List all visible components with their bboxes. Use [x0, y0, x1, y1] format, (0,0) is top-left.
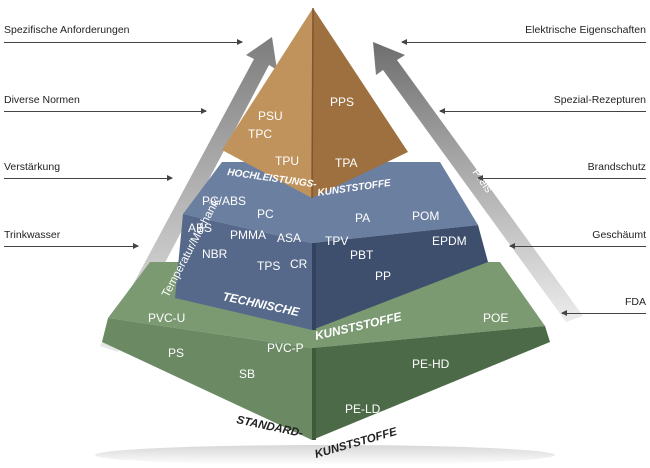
left-label-specific-requirements: Spezifische Anforderungen — [4, 24, 130, 36]
left-label-norms: Diverse Normen — [4, 94, 80, 106]
material-tpa: TPA — [335, 156, 357, 170]
material-pe-ld: PE-LD — [345, 402, 381, 416]
right-arrow-4 — [509, 243, 646, 249]
material-asa: ASA — [277, 231, 301, 245]
material-tps: TPS — [257, 259, 280, 273]
material-pps: PPS — [330, 95, 354, 109]
left-arrow-1 — [4, 39, 243, 45]
material-pc: PC — [257, 207, 274, 221]
material-poe: POE — [483, 311, 508, 325]
material-pp: PP — [375, 269, 391, 283]
material-sb: SB — [239, 367, 255, 381]
right-label-electrical: Elektrische Eigenschaften — [525, 24, 646, 36]
right-label-special-recipes: Spezial-Rezepturen — [553, 94, 646, 106]
right-arrow-3 — [477, 175, 646, 181]
material-abs: ABS — [188, 221, 212, 235]
material-ps: PS — [168, 346, 184, 360]
price-arrow — [373, 42, 583, 322]
material-pe-hd: PE-HD — [412, 357, 450, 371]
material-pom: POM — [412, 209, 439, 223]
left-arrow-2 — [4, 108, 207, 114]
right-label-fda: FDA — [625, 296, 646, 308]
material-pvc-u: PVC-U — [148, 311, 185, 325]
left-arrow-3 — [4, 175, 173, 181]
right-label-fire-protection: Brandschutz — [587, 161, 646, 173]
left-label-drinking-water: Trinkwasser — [4, 229, 61, 241]
high-performance-plastics-tier — [175, 162, 488, 330]
floor-shadow — [95, 445, 555, 465]
material-psu: PSU — [258, 109, 283, 123]
material-tpu: TPU — [275, 154, 299, 168]
top-pyramid — [222, 7, 408, 199]
material-pmma: PMMA — [230, 228, 266, 242]
right-label-foamed: Geschäumt — [592, 229, 646, 241]
material-pc-abs: PC/ABS — [202, 194, 246, 208]
material-pbt: PBT — [350, 248, 374, 262]
left-arrow-4 — [4, 243, 139, 249]
right-arrow-5 — [561, 310, 646, 316]
material-tpv: TPV — [325, 234, 348, 248]
material-nbr: NBR — [202, 247, 228, 261]
right-arrow-1 — [401, 39, 646, 45]
material-pa: PA — [355, 211, 370, 225]
material-tpc: TPC — [248, 127, 272, 141]
left-label-reinforcement: Verstärkung — [4, 161, 61, 173]
material-epdm: EPDM — [432, 234, 467, 248]
material-pvc-p: PVC-P — [267, 341, 304, 355]
material-cr: CR — [290, 257, 308, 271]
right-arrow-2 — [439, 108, 646, 114]
